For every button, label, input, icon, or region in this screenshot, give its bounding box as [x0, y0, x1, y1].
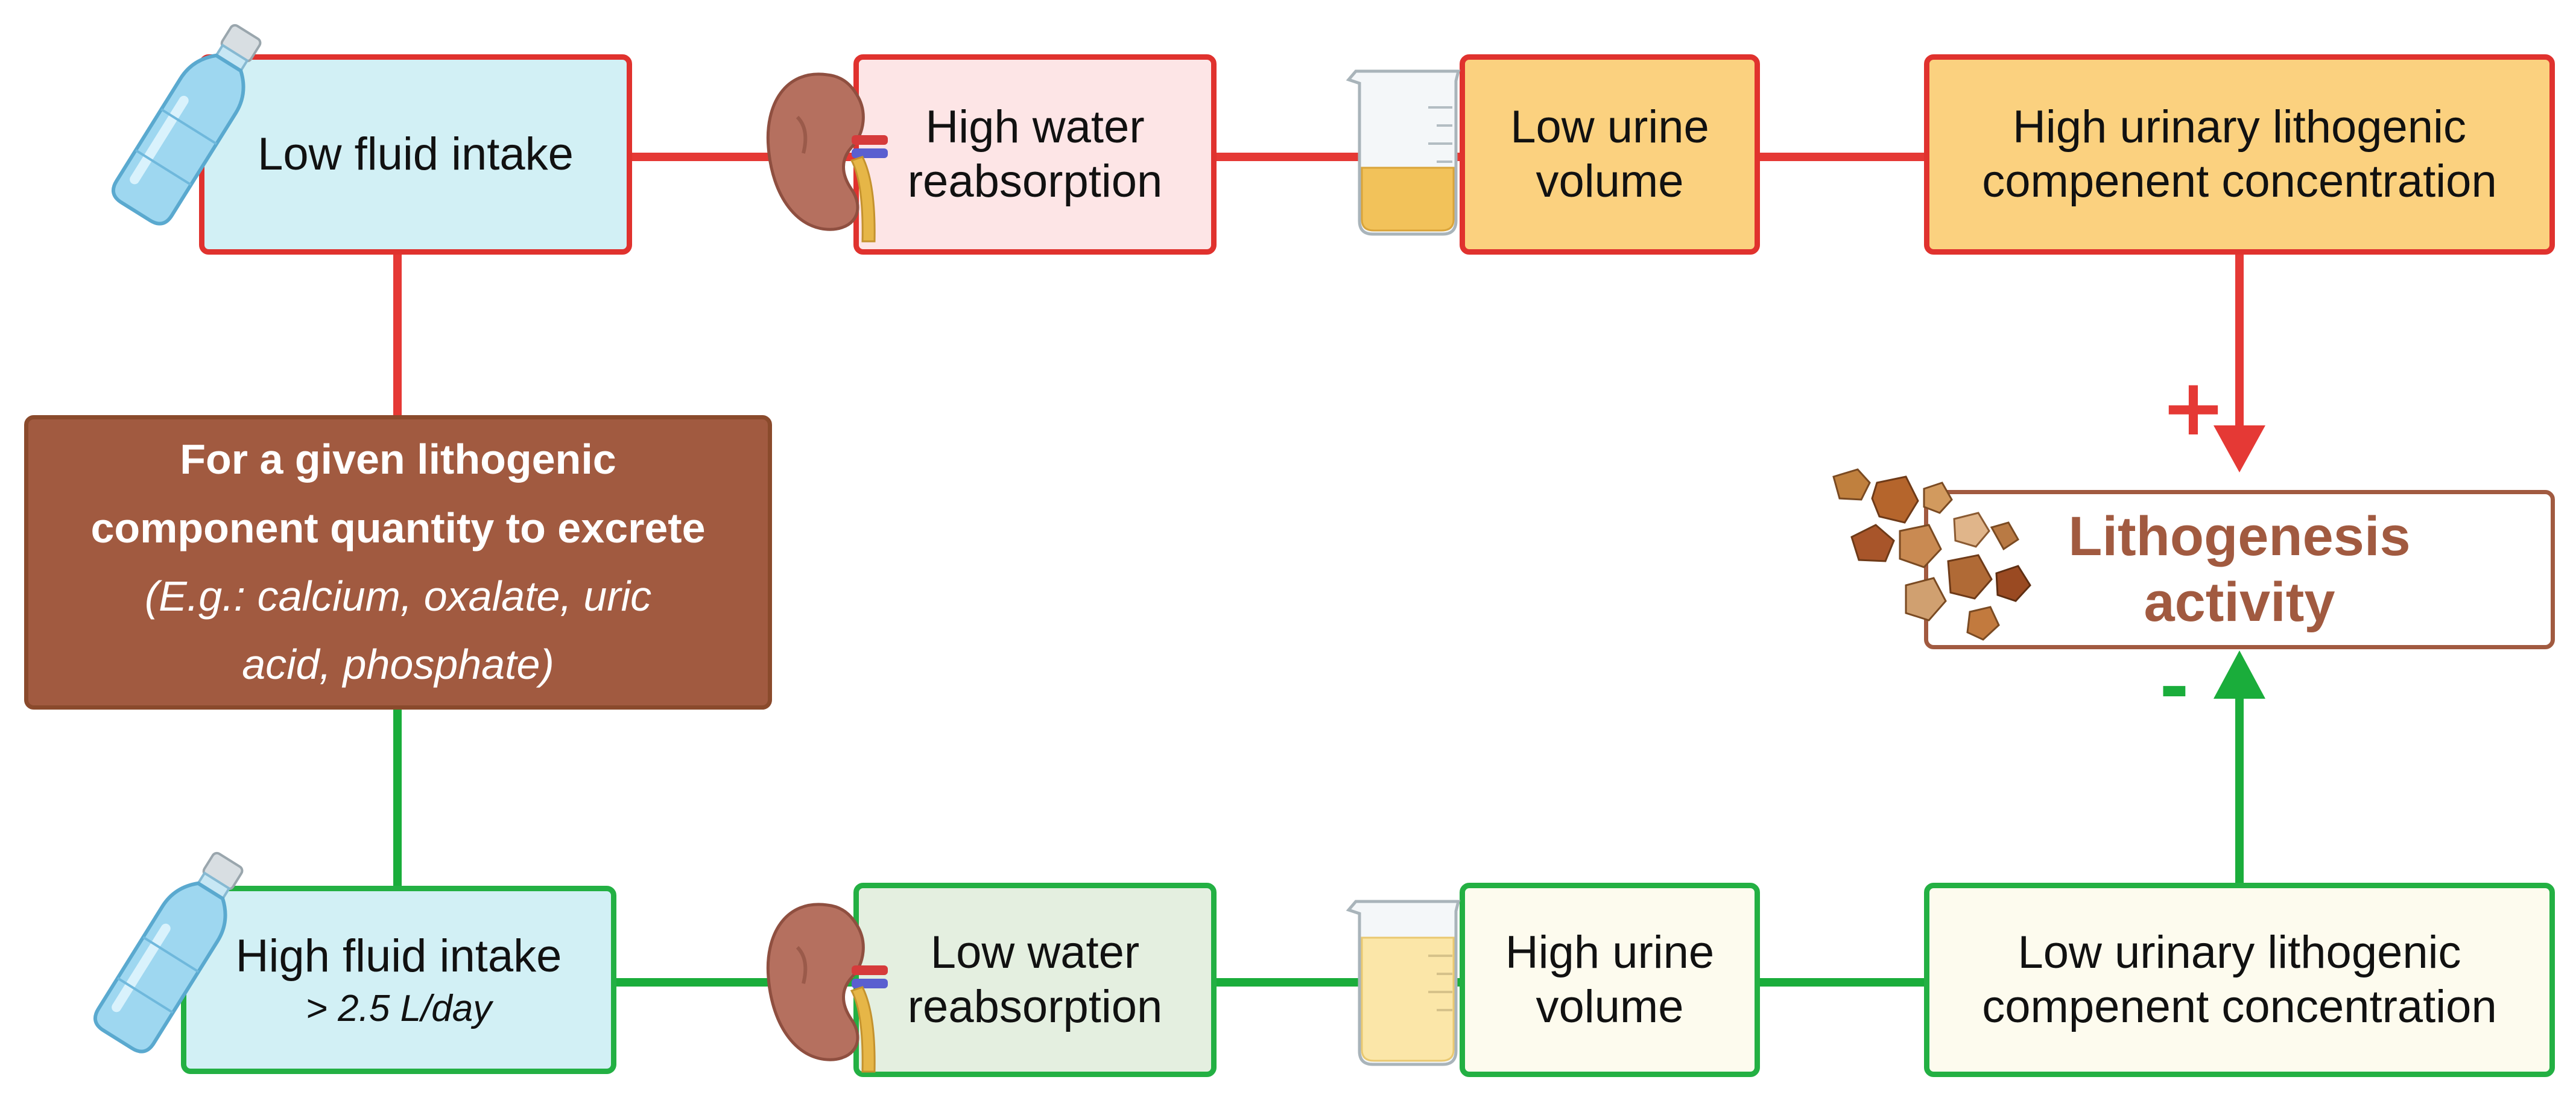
lithogenesis-activity-box: Lithogenesis activity	[1924, 490, 2555, 649]
center-line-2: component quantity to excrete	[90, 504, 706, 552]
lithogenic-component-box: For a given lithogenic component quantit…	[24, 415, 772, 710]
center-line-4: acid, phosphate)	[242, 641, 554, 688]
center-line-3: (E.g.: calcium, oxalate, uric	[144, 573, 652, 620]
lithogenesis-line2: activity	[2144, 571, 2335, 633]
high-urine-volume-line1: High urine	[1505, 927, 1715, 979]
bottom-left-vertical-connector	[393, 710, 402, 887]
red-arrow-head	[2214, 425, 2265, 472]
water-bottle-icon	[111, 24, 262, 226]
low-urine-volume-box: Low urine volume	[1460, 54, 1760, 255]
high-water-reabsorption-box: High water reabsorption	[853, 54, 1217, 255]
kidney-icon	[766, 72, 888, 243]
bottom-right-arrow-shaft	[2235, 694, 2244, 887]
kidney-icon	[766, 903, 888, 1073]
high-fluid-intake-label: High fluid intake	[235, 930, 562, 982]
beaker-icon	[1346, 900, 1461, 1066]
lithogenesis-line1: Lithogenesis	[2068, 506, 2411, 568]
minus-sign: -	[2159, 646, 2189, 730]
low-concentration-box: Low urinary lithogenic compenent concent…	[1924, 883, 2555, 1077]
low-concentration-line2: compenent concentration	[1982, 981, 2497, 1032]
water-bottle-icon	[93, 851, 244, 1054]
center-line-1: For a given lithogenic	[180, 436, 616, 483]
plus-sign: +	[2160, 361, 2226, 453]
high-concentration-line1: High urinary lithogenic	[2013, 101, 2466, 153]
low-water-reabsorption-box: Low water reabsorption	[853, 883, 1217, 1077]
low-urine-volume-line2: volume	[1536, 156, 1684, 207]
low-urine-volume-line1: Low urine	[1510, 101, 1709, 153]
high-urine-volume-box: High urine volume	[1460, 883, 1760, 1077]
high-concentration-box: High urinary lithogenic compenent concen…	[1924, 54, 2555, 255]
low-water-reabsorption-line2: reabsorption	[907, 981, 1163, 1032]
top-left-vertical-connector	[393, 253, 402, 415]
kidney-stones-icon	[1832, 468, 2031, 641]
beaker-icon	[1346, 69, 1461, 236]
low-fluid-intake-box: Low fluid intake	[199, 54, 632, 255]
high-urine-volume-line2: volume	[1536, 981, 1684, 1032]
bottom-connector-3	[1755, 978, 1930, 987]
high-concentration-line2: compenent concentration	[1982, 156, 2497, 207]
low-concentration-line1: Low urinary lithogenic	[2017, 927, 2461, 979]
low-water-reabsorption-line1: Low water	[930, 927, 1140, 979]
high-water-reabsorption-line1: High water	[925, 101, 1145, 153]
fluid-intake-amount: > 2.5 L/day	[305, 988, 492, 1030]
high-water-reabsorption-line2: reabsorption	[907, 156, 1163, 207]
top-right-arrow-shaft	[2235, 253, 2244, 434]
low-fluid-intake-label: Low fluid intake	[258, 129, 574, 180]
top-connector-3	[1755, 153, 1930, 161]
high-fluid-intake-box: High fluid intake > 2.5 L/day	[181, 886, 616, 1074]
green-arrow-head	[2214, 650, 2265, 699]
